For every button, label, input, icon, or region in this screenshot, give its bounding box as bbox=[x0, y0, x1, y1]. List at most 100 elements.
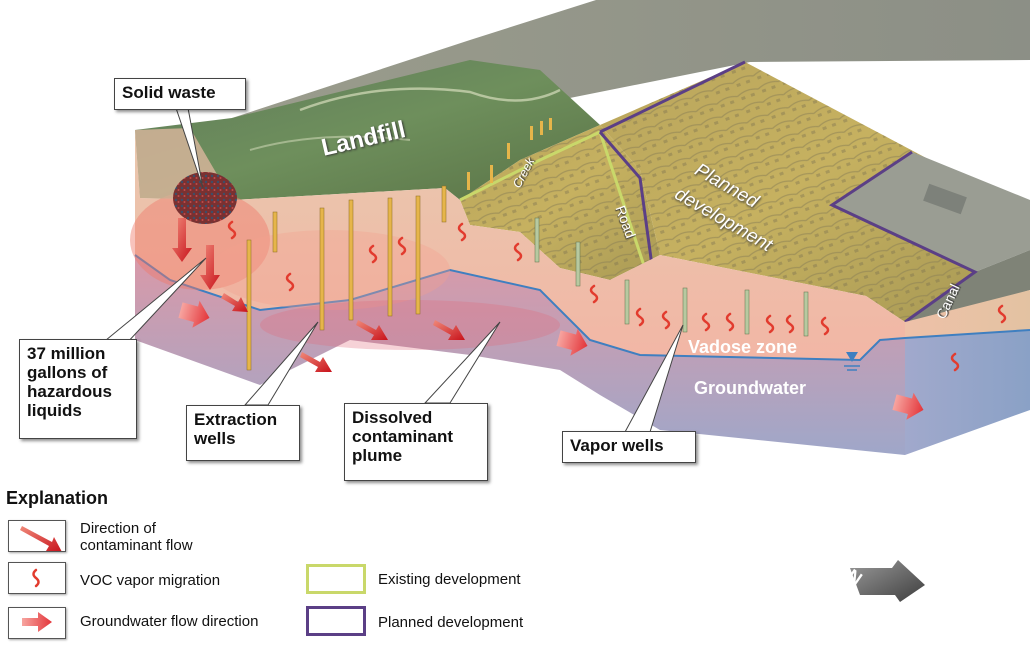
callout-extraction-wells: Extraction wells bbox=[186, 405, 300, 461]
vapor-well bbox=[744, 289, 750, 335]
top-surface bbox=[135, 0, 1030, 330]
extraction-well bbox=[272, 211, 278, 253]
legend-label-existing: Existing development bbox=[378, 571, 521, 588]
vapor-arrow bbox=[725, 312, 735, 332]
legend-box-contaminant bbox=[8, 520, 66, 552]
contaminant-flow-arrow bbox=[356, 320, 388, 340]
water-table-line bbox=[134, 254, 1030, 362]
vapor-arrow bbox=[997, 304, 1007, 324]
groundwater-label: Groundwater bbox=[694, 378, 807, 398]
contaminant-flow-arrow bbox=[172, 218, 192, 262]
legend-groundwater-arrow-icon bbox=[22, 612, 52, 632]
legend-icons bbox=[20, 526, 62, 632]
contaminant-flow-arrow bbox=[200, 245, 220, 290]
extraction-well bbox=[530, 126, 533, 140]
callout-plume-line-2: contaminant bbox=[352, 427, 454, 446]
legend-swatch-existing bbox=[306, 564, 366, 594]
vapor-arrow bbox=[950, 352, 960, 372]
legend-label-contaminant-line-1: Direction of bbox=[80, 520, 156, 537]
vapor-arrow bbox=[635, 307, 645, 327]
extraction-well bbox=[507, 143, 510, 159]
legend-label-planned: Planned development bbox=[378, 614, 524, 631]
existing-development-boundary bbox=[459, 129, 654, 291]
groundwater-flow-arrows bbox=[178, 300, 924, 420]
canal-strip bbox=[905, 250, 1030, 330]
vapor-arrow bbox=[765, 314, 775, 334]
legend-vapor-icon bbox=[32, 568, 40, 588]
vapor-well bbox=[803, 291, 809, 337]
legend-contaminant-arrow-icon bbox=[20, 526, 62, 552]
callout-vapor-wells-text: Vapor wells bbox=[570, 436, 664, 455]
legend-box-vapor bbox=[8, 562, 66, 594]
callout-hazardous-line-3: hazardous bbox=[27, 382, 113, 401]
vapor-arrow bbox=[701, 312, 711, 332]
vapor-wells bbox=[534, 217, 809, 337]
callout-hazardous-line-4: liquids bbox=[27, 401, 82, 420]
vapor-arrow bbox=[368, 244, 378, 264]
extraction-well bbox=[540, 121, 543, 135]
vapor-arrow bbox=[227, 220, 237, 240]
vapor-arrow bbox=[661, 310, 671, 330]
vapor-arrow bbox=[285, 272, 295, 292]
legend-swatch-planned bbox=[306, 606, 366, 636]
legend-label-groundwater: Groundwater flow direction bbox=[80, 613, 259, 630]
callout-plume-line-3: plume bbox=[352, 446, 403, 465]
extraction-well bbox=[549, 118, 552, 130]
legend-box-groundwater bbox=[8, 607, 66, 639]
groundwater-flow-arrow bbox=[892, 392, 924, 420]
legend-title: Explanation bbox=[6, 488, 109, 508]
vapor-arrow bbox=[589, 284, 599, 304]
legend-label-contaminant: Direction of contaminant flow bbox=[80, 520, 193, 554]
vapor-migration-arrows bbox=[227, 220, 1007, 372]
callout-plume: Dissolved contaminant plume bbox=[344, 403, 488, 481]
extraction-wells bbox=[246, 118, 552, 371]
extraction-well bbox=[246, 239, 252, 371]
extraction-well bbox=[467, 172, 470, 190]
callout-hazardous-liquids: 37 million gallons of hazardous liquids bbox=[19, 339, 137, 439]
solid-waste-heap bbox=[173, 172, 237, 224]
extraction-well bbox=[441, 185, 447, 223]
vapor-arrow bbox=[785, 314, 795, 334]
vapor-arrow bbox=[457, 222, 467, 242]
legend-label-contaminant-line-2: contaminant flow bbox=[80, 537, 193, 554]
callout-extraction-line-1: Extraction bbox=[194, 410, 278, 429]
groundwater-front bbox=[135, 255, 905, 455]
extraction-well bbox=[319, 207, 325, 331]
groundwater-flow-arrow bbox=[178, 300, 210, 328]
front-face bbox=[130, 128, 1030, 455]
vapor-arrow bbox=[397, 236, 407, 256]
vapor-well bbox=[534, 217, 540, 263]
vapor-well bbox=[624, 279, 630, 325]
callout-solid-waste: Solid waste bbox=[114, 78, 246, 110]
extraction-well bbox=[387, 197, 393, 317]
contaminant-flow-arrow bbox=[300, 352, 332, 372]
vapor-well bbox=[575, 241, 581, 287]
road-boundary bbox=[598, 131, 658, 296]
vadose-zone-side bbox=[905, 290, 1030, 340]
vadose-zone-label: Vadose zone bbox=[688, 337, 798, 357]
extraction-well bbox=[490, 165, 493, 183]
callout-plume-line-1: Dissolved bbox=[352, 408, 433, 427]
industrial-lot bbox=[832, 152, 1030, 272]
contaminant-flow-arrow bbox=[221, 293, 248, 312]
groundwater-flow-arrow bbox=[556, 328, 588, 356]
vapor-well bbox=[682, 287, 688, 333]
callout-hazardous-line-2: gallons of bbox=[27, 363, 108, 382]
legend-label-vapor: VOC vapor migration bbox=[80, 572, 221, 589]
vapor-arrow bbox=[513, 242, 523, 262]
groundwater-side bbox=[905, 330, 1030, 455]
callout-hazardous-line-1: 37 million bbox=[27, 344, 106, 363]
callout-pointers bbox=[98, 107, 684, 433]
north-arrow-icon: N bbox=[844, 560, 925, 602]
extraction-well bbox=[348, 199, 354, 321]
contaminant-flow-arrow bbox=[433, 320, 465, 340]
water-table-icon bbox=[844, 352, 860, 371]
planned-development-boundary-east bbox=[828, 150, 978, 324]
callout-vapor-wells: Vapor wells bbox=[562, 431, 696, 463]
vapor-arrow bbox=[820, 316, 830, 336]
callout-solid-waste-text: Solid waste bbox=[122, 83, 216, 102]
contaminant-flow-arrows bbox=[172, 218, 465, 372]
callout-extraction-line-2: wells bbox=[194, 429, 236, 448]
